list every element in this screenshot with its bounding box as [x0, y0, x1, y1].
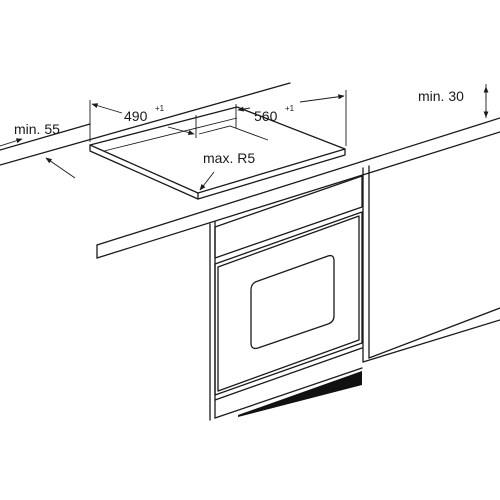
oven-top-panel [214, 175, 363, 259]
min-wall-label: min. 30 [418, 88, 464, 104]
oven-door-outline [214, 211, 363, 396]
oven-base-bottom-edge [214, 367, 363, 419]
adjacent-cabinet-base [368, 307, 500, 359]
corner-radius-callout: max. R5 [199, 150, 255, 191]
dimension-line-490-left [91, 103, 123, 114]
corner-radius-label: max. R5 [203, 150, 255, 166]
worktop [0, 82, 500, 259]
min-front-arrow-upper [0, 138, 23, 147]
min-front-label: min. 55 [14, 121, 60, 137]
dimension-line-490-right [167, 126, 195, 135]
adjacent-cabinet-plinth [362, 319, 500, 363]
dimension-560-tolerance: +1 [285, 104, 295, 113]
worktop-front-top-edge [96, 117, 500, 246]
dimension-490-tolerance: +1 [155, 104, 165, 113]
oven-door [214, 211, 363, 396]
dimension-490: 490 +1 [89, 100, 197, 142]
cutout [89, 106, 346, 200]
worktop-back-edge [0, 82, 291, 166]
ventilation-slot [238, 371, 362, 417]
dimension-line-560-right [299, 94, 345, 103]
cutout-inner-lines [103, 117, 269, 152]
oven-window [250, 254, 335, 350]
oven-base [214, 347, 363, 419]
min-wall-dimension: min. 30 [418, 84, 489, 118]
dimension-560: 560 +1 [235, 90, 347, 146]
worktop-front-bottom-edge [96, 131, 500, 259]
min-front-dimension: min. 55 [0, 121, 76, 179]
corner-radius-leader [199, 171, 215, 191]
dimension-490-value: 490 [124, 108, 148, 124]
cutout-depth-edges [89, 144, 346, 200]
dimension-560-value: 560 [254, 108, 278, 124]
oven-base-top-edge [214, 347, 363, 401]
oven-control-panel [214, 175, 363, 259]
dimension-line-560-left [237, 106, 251, 112]
worktop-left-edge [0, 123, 91, 151]
min-front-arrow-lower [45, 157, 76, 179]
oven-door-inner [217, 215, 360, 392]
